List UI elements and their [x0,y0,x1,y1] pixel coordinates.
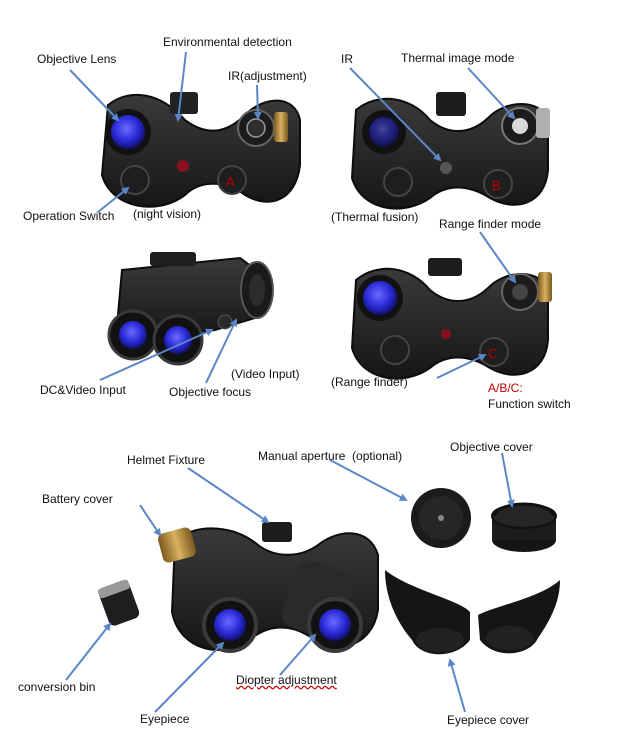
eyepiece-cover-right-icon [478,580,560,654]
arrow-conversion-bin [65,622,112,681]
arrow-manual-aperture [329,459,408,501]
label-thermal-image-mode: Thermal image mode [401,51,515,65]
label-function-switch-line2: Function switch [488,397,571,411]
arrow-thermal-image-mode [467,67,516,120]
leader-arrows [65,51,517,713]
label-objective-cover: Objective cover [450,440,533,454]
label-range-finder: (Range finder) [331,375,408,389]
label-objective-focus: Objective focus [169,385,252,399]
arrow-eyepiece-cover [447,658,466,713]
device-front-view-a [100,92,301,208]
label-helmet-fixture: Helmet Fixture [127,453,206,467]
label-manual-aperture: Manual aperture (optional) [258,449,403,463]
conversion-bin-icon [97,579,140,626]
arrow-helmet-fixture [187,467,270,524]
label-video-input: (Video Input) [231,367,300,381]
manual-aperture-icon [411,488,471,548]
label-range-finder-mode: Range finder mode [439,217,542,231]
device-rear-view [158,522,379,653]
label-thermal-fusion: (Thermal fusion) [331,210,419,224]
label-eyepiece: Eyepiece [140,712,190,726]
device-front-view-c [350,258,552,380]
ir-emitter-icon [440,162,452,174]
device-side-view [107,252,274,366]
function-switch-icon [479,337,509,367]
arrow-environmental-detection [174,51,187,122]
label-objective-lens: Objective Lens [37,52,117,66]
label-eyepiece-cover: Eyepiece cover [447,713,530,727]
button-letter-a: A [226,174,235,189]
arrow-ir-adjustment [253,84,262,120]
label-battery-cover: Battery cover [42,492,113,506]
label-operation-switch: Operation Switch [23,209,115,223]
button-letter-c: C [488,346,497,361]
arrow-objective-lens [69,69,120,122]
label-diopter-adjustment-text: Diopter adjustment [236,673,337,687]
label-conversion-bin: conversion bin [18,680,96,694]
label-dc-video-input: DC&Video Input [40,383,126,397]
arrow-ir [349,67,442,162]
arrow-battery-cover [139,504,162,537]
arrow-function-switch [436,353,487,379]
arrow-diopter-adjustment [279,633,317,676]
dc-video-input-port-icon [217,314,233,330]
label-ir: IR [341,52,353,66]
label-function-switch-line1: A/B/C: [488,381,523,395]
environmental-sensor-icon [177,160,189,172]
label-ir-adjustment: IR(adjustment) [228,69,307,83]
eyepiece-cover-left-icon [385,570,470,655]
arrow-eyepiece [154,641,225,713]
label-diopter-adjustment: Diopter adjustment [236,673,337,687]
arrow-operation-switch [97,186,130,213]
device-front-view-b [350,92,550,210]
label-night-vision: (night vision) [133,207,202,221]
arrow-dc-video-input [99,328,214,381]
arrow-range-finder-mode [479,231,517,284]
button-letter-b: B [492,178,501,193]
arrow-objective-cover [501,452,515,508]
label-environmental-detection: Environmental detection [163,35,292,49]
arrow-objective-focus [205,318,238,384]
objective-lens-icon [111,115,145,149]
objective-cover-icon [491,502,557,552]
